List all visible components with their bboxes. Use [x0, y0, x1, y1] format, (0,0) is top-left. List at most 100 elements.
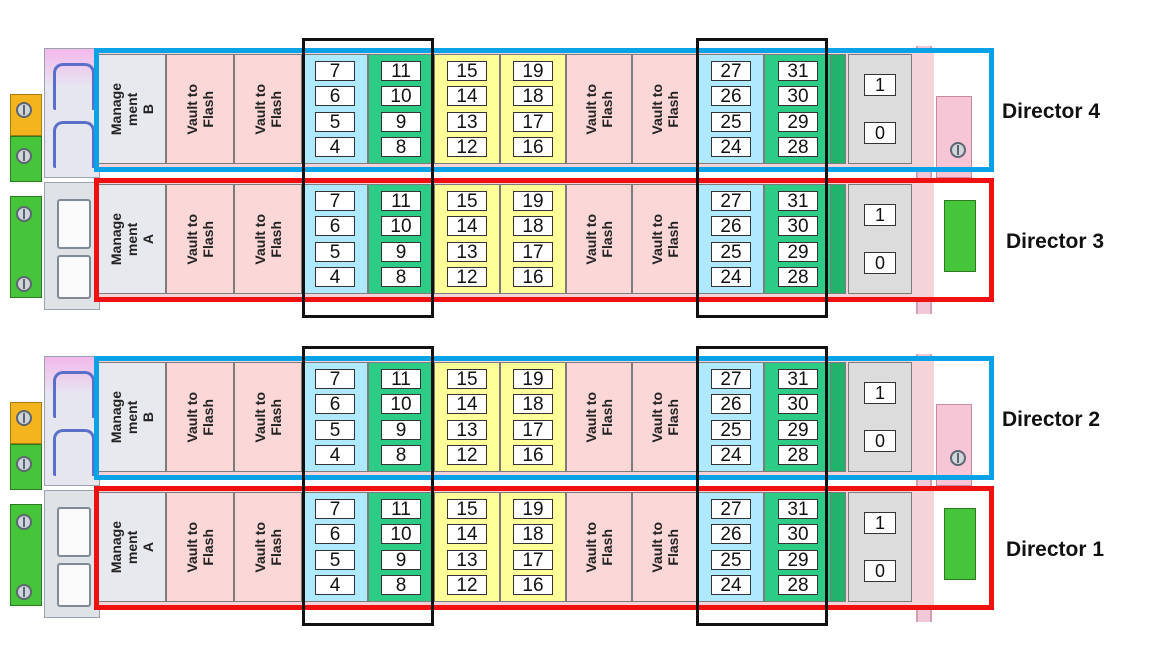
port-number: 1 [864, 74, 896, 96]
port-number: 18 [513, 86, 553, 107]
port-number: 7 [315, 191, 355, 211]
port-number: 0 [864, 430, 896, 452]
module-slot-green: 31 30 29 28 [764, 492, 832, 602]
screw-icon [16, 410, 32, 426]
port-number: 28 [778, 574, 818, 595]
port-number: 9 [381, 241, 421, 262]
power-supply-bay [8, 354, 100, 622]
director-outline [94, 48, 994, 172]
port-number: 5 [315, 241, 355, 262]
port-number: 17 [513, 111, 553, 132]
module-slot-vault: Vault to Flash [566, 184, 632, 294]
port-number: 13 [447, 111, 487, 132]
module-slot-vault: Vault to Flash [566, 54, 632, 164]
port-number: 15 [447, 369, 487, 389]
port-number: 28 [778, 266, 818, 287]
port-number: 6 [315, 394, 355, 415]
port-number: 30 [778, 216, 818, 237]
port-number: 31 [778, 369, 818, 389]
port-number: 30 [778, 394, 818, 415]
port-number: 12 [447, 574, 487, 595]
port-number: 25 [711, 549, 751, 570]
port-number: 12 [447, 444, 487, 465]
port-number: 11 [381, 369, 421, 389]
module-slot-vault: Vault to Flash [632, 492, 698, 602]
port-number: 12 [447, 266, 487, 287]
power-socket-icon [57, 255, 91, 299]
module-slot-vault: Vault to Flash [234, 54, 302, 164]
port-number: 8 [381, 266, 421, 287]
port-number: 11 [381, 499, 421, 519]
airflow-handle-icon [53, 429, 95, 476]
port-number: 25 [711, 111, 751, 132]
screw-icon [16, 148, 32, 164]
port-number: 1 [864, 512, 896, 534]
port-number: 15 [447, 499, 487, 519]
port-number: 7 [315, 369, 355, 389]
director-outline [94, 486, 994, 610]
port-group: 31 30 29 28 [778, 499, 818, 595]
port-number: 29 [778, 111, 818, 132]
port-number: 14 [447, 394, 487, 415]
port-number: 19 [513, 369, 553, 389]
port-number: 6 [315, 524, 355, 545]
power-supply-a [44, 490, 100, 618]
port-number: 16 [513, 574, 553, 595]
airflow-handle-icon [53, 371, 95, 418]
latch-pink [936, 404, 972, 486]
module-slot-mgmt: Manage ment B [98, 54, 166, 164]
screw-icon [16, 584, 32, 600]
port-number: 4 [315, 136, 355, 157]
port-number: 27 [711, 191, 751, 211]
port-group-outline-right [696, 38, 828, 318]
port-number: 30 [778, 524, 818, 545]
port-number: 13 [447, 419, 487, 440]
port-number: 14 [447, 524, 487, 545]
module-slot-yellow: 15 14 13 12 [434, 362, 500, 472]
port-number: 0 [864, 122, 896, 144]
module-slot-vault: Vault to Flash [234, 362, 302, 472]
port-number: 25 [711, 419, 751, 440]
port-number: 29 [778, 549, 818, 570]
port-number: 24 [711, 444, 751, 465]
power-socket-icon [57, 563, 91, 607]
port-number: 31 [778, 499, 818, 519]
module-slot-mgmt: Manage ment A [98, 184, 166, 294]
port-number: 17 [513, 241, 553, 262]
latch-green [944, 200, 976, 272]
director-label: Director 1 [1006, 538, 1105, 561]
port-number: 4 [315, 266, 355, 287]
port-number: 18 [513, 216, 553, 237]
port-number: 17 [513, 549, 553, 570]
slot-divider [830, 362, 846, 472]
port-number: 8 [381, 444, 421, 465]
port-number: 0 [864, 560, 896, 582]
port-number: 15 [447, 191, 487, 211]
port-number: 8 [381, 574, 421, 595]
module-slot-vault: Vault to Flash [166, 54, 234, 164]
